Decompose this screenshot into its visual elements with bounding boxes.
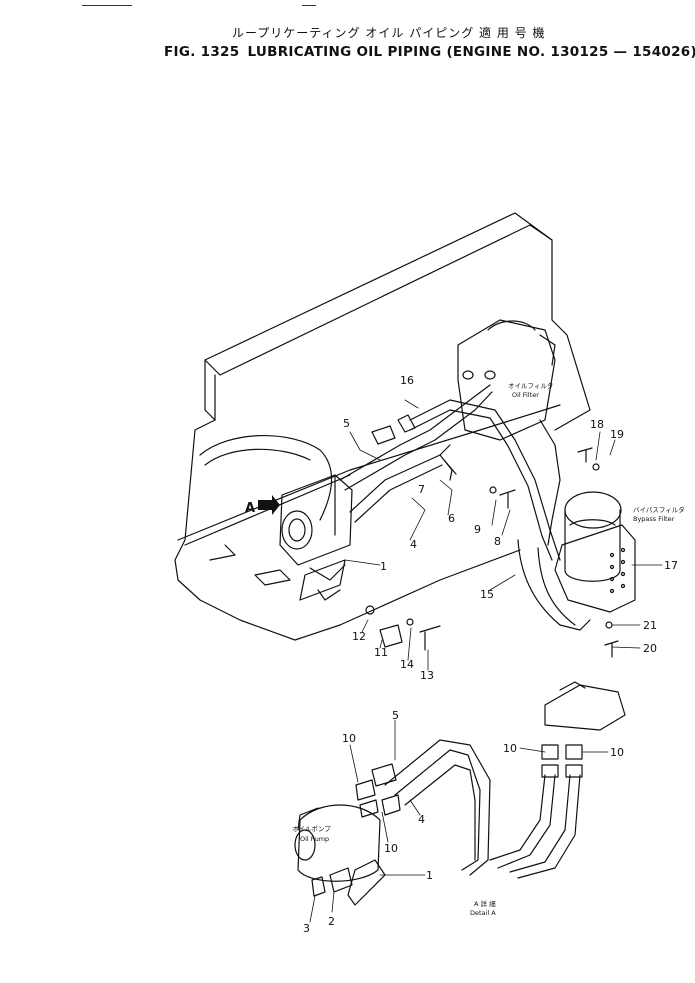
callout-1: 1 xyxy=(380,560,387,573)
callout-20: 20 xyxy=(643,642,657,655)
leader-lines xyxy=(344,399,663,671)
detail-a-label-jp: A 詳 細 xyxy=(474,899,496,908)
oil-pump xyxy=(279,474,353,601)
bypass-filter-label-en: Bypass Filter xyxy=(633,515,675,523)
callout-14: 14 xyxy=(400,658,414,671)
oil-pump-label-en: Oil Pump xyxy=(300,835,329,843)
oil-pipes xyxy=(309,384,576,626)
callout-18: 18 xyxy=(590,418,604,431)
callout-15: 15 xyxy=(480,588,494,601)
callout-17: 17 xyxy=(664,559,678,572)
oil-filter xyxy=(457,319,556,441)
callout-13: 13 xyxy=(420,669,434,682)
detail-leader-lines xyxy=(309,719,609,923)
bracket xyxy=(554,524,636,613)
gear-housing xyxy=(199,435,333,521)
callout-5: 5 xyxy=(343,417,350,430)
detail-callout-10a: 10 xyxy=(342,732,356,745)
callout-9: 9 xyxy=(474,523,481,536)
detail-callout-10b: 10 xyxy=(384,842,398,855)
detail-a-drawing xyxy=(294,681,626,906)
detail-callout-10d: 10 xyxy=(610,746,624,759)
callout-11: 11 xyxy=(374,646,388,659)
view-arrow-icon xyxy=(258,495,280,515)
callout-21: 21 xyxy=(643,619,657,632)
callout-4: 4 xyxy=(410,538,417,551)
top-rule-right xyxy=(302,5,316,6)
view-marker: A xyxy=(245,501,255,516)
detail-callouts: 1 2 3 4 5 10 10 10 10 xyxy=(303,709,624,935)
fittings xyxy=(365,414,619,658)
main-callouts: 1 4 5 6 7 8 9 11 12 13 14 15 16 17 18 19… xyxy=(343,374,678,682)
callout-7: 7 xyxy=(418,483,425,496)
bypass-filter xyxy=(564,491,622,582)
detail-callout-2: 2 xyxy=(328,915,335,928)
detail-callout-4: 4 xyxy=(418,813,425,826)
callout-6: 6 xyxy=(448,512,455,525)
detail-callout-10c: 10 xyxy=(503,742,517,755)
oil-pump-label-jp: オイルポンプ xyxy=(292,825,331,833)
oil-filter-label-en: Oil Filter xyxy=(512,391,539,399)
figure-title-text: LUBRICATING OIL PIPING (ENGINE NO. 13012… xyxy=(247,44,695,60)
figure-title: FIG. 1325 LUBRICATING OIL PIPING (ENGINE … xyxy=(164,44,695,60)
figure-number: FIG. 1325 xyxy=(164,44,240,60)
detail-callout-5: 5 xyxy=(392,709,399,722)
oil-filter-label-jp: オイルフィルタ xyxy=(508,381,553,390)
callout-12: 12 xyxy=(352,630,366,643)
detail-callout-1: 1 xyxy=(426,869,433,882)
callout-16: 16 xyxy=(400,374,414,387)
callout-8: 8 xyxy=(494,535,501,548)
callout-19: 19 xyxy=(610,428,624,441)
detail-callout-3: 3 xyxy=(303,922,310,935)
bypass-filter-label-jp: バイパスフィルタ xyxy=(633,505,685,514)
top-rule-left xyxy=(82,5,132,6)
detail-a-label-en: Detail A xyxy=(470,909,496,917)
title-japanese: ループリケーティング オイル パイピング 適 用 号 機 xyxy=(232,26,546,40)
engine-block xyxy=(174,212,591,641)
